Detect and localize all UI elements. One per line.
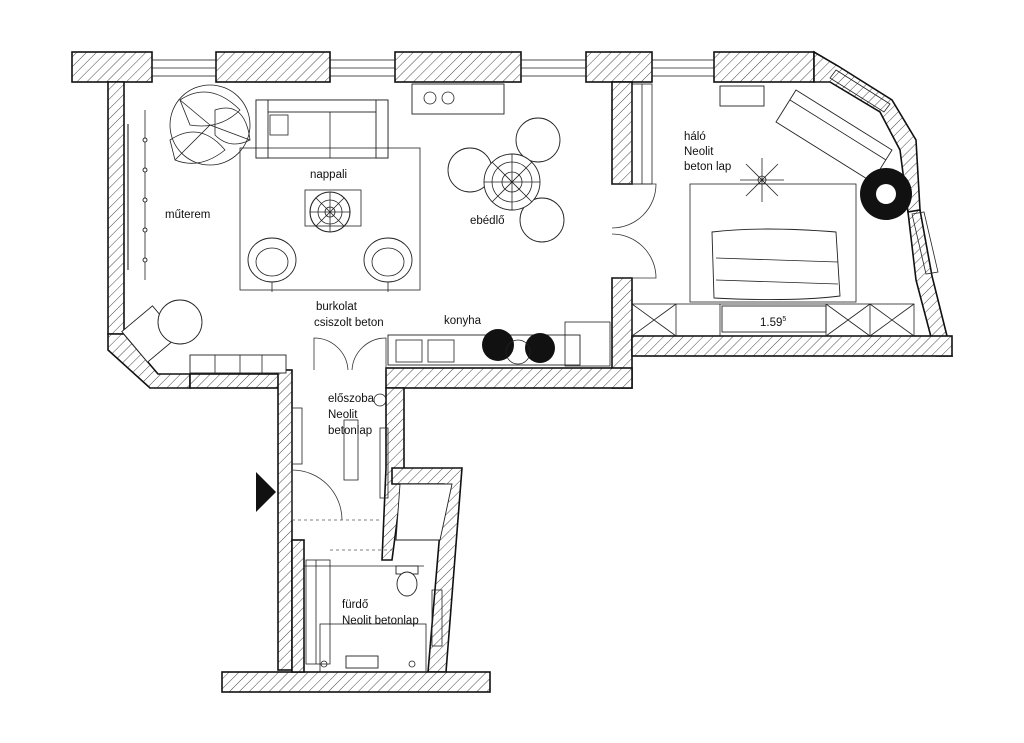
egg-chair-icon xyxy=(247,237,297,292)
double-door-icon xyxy=(611,183,657,279)
label-muterem: műterem xyxy=(165,209,210,221)
palm-plant-icon xyxy=(860,168,912,220)
label-burkolat: burkolat xyxy=(316,301,358,313)
label-halo-neolit: Neolit xyxy=(684,146,714,158)
label-halo: háló xyxy=(684,131,706,143)
label-eloszoba-neolit: Neolit xyxy=(328,409,358,421)
studio-furniture xyxy=(121,84,287,374)
label-eloszoba: előszoba xyxy=(328,393,375,405)
label-csiszolt-beton: csiszolt beton xyxy=(314,317,384,329)
coffee-table-icon xyxy=(304,189,362,233)
label-furdo: fürdő xyxy=(342,599,368,611)
egg-chair-icon xyxy=(363,237,413,292)
armchair-icon xyxy=(121,299,203,363)
label-konyha: konyha xyxy=(444,315,482,327)
bedroom-furniture xyxy=(631,83,915,337)
level-mark: 1.595 xyxy=(760,316,786,329)
toilet-icon xyxy=(395,565,419,597)
bed-icon xyxy=(689,183,857,333)
entrance-arrow-icon xyxy=(256,472,276,512)
room-labels: műterem nappali ebédlő burkolat csiszolt… xyxy=(165,131,786,627)
kitchen-counter xyxy=(387,321,611,367)
label-eloszoba-betonlap: betonlap xyxy=(328,425,372,437)
label-furdo-neolit-betonlap: Neolit betonlap xyxy=(342,615,419,627)
bathroom-furniture xyxy=(304,559,443,673)
walls xyxy=(71,50,954,693)
label-ebedlo: ebédlő xyxy=(470,215,505,227)
entry-double-door-icon xyxy=(313,337,387,371)
label-halo-beton-lap: beton lap xyxy=(684,161,731,173)
monstera-plant-icon xyxy=(169,84,251,166)
dining-table-icon xyxy=(447,117,565,243)
label-nappali: nappali xyxy=(310,169,347,181)
living-furniture xyxy=(239,83,505,292)
plant-icon xyxy=(482,329,555,365)
sofa-icon xyxy=(255,99,389,159)
chandelier-icon xyxy=(740,158,784,202)
hallway-furniture xyxy=(291,393,453,551)
